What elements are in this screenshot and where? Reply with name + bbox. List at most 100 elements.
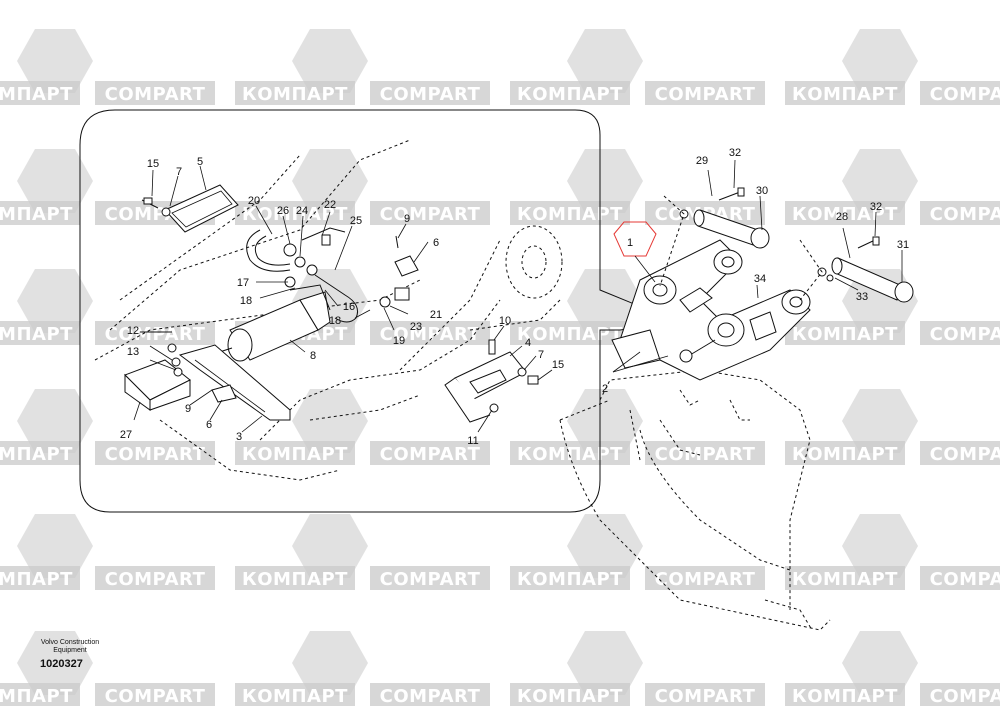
quick-coupler xyxy=(611,239,811,381)
watermark-plate xyxy=(0,81,80,105)
part-label: 15 xyxy=(147,158,159,170)
highlight-hexagon xyxy=(613,221,657,257)
watermark-plate xyxy=(95,81,215,105)
watermark-text: COMPART xyxy=(105,569,206,590)
part-label: 21 xyxy=(430,309,442,321)
watermark-logo xyxy=(842,514,918,578)
watermark-plate xyxy=(785,566,905,590)
part-label: 34 xyxy=(754,273,766,285)
watermark-plate xyxy=(510,81,630,105)
watermark-logo xyxy=(842,29,918,93)
watermark-plate xyxy=(0,566,80,590)
part-labels: 1 2 3 4 5 6 6 7 7 8 9 9 10 11 12 13 15 1… xyxy=(120,147,909,447)
watermark-plate xyxy=(370,441,490,465)
watermark-text: КОМПАРТ xyxy=(517,686,623,706)
watermark-text: COMPART xyxy=(380,324,481,345)
watermark-text: COMPART xyxy=(105,324,206,345)
part-label: 1 xyxy=(627,237,633,249)
part-label: 10 xyxy=(499,315,511,327)
watermark-plate xyxy=(370,683,490,706)
watermark-plate xyxy=(785,81,905,105)
part-label: 26 xyxy=(277,205,289,217)
cylinder xyxy=(209,284,331,362)
watermark-text: COMPART xyxy=(930,204,1000,225)
part-label: 2 xyxy=(602,383,608,395)
watermark-logo xyxy=(567,389,643,453)
watermark-text: КОМПАРТ xyxy=(242,686,348,706)
part-label: 17 xyxy=(237,277,249,289)
watermark-text: КОМПАРТ xyxy=(517,444,623,465)
watermark-text: КОМПАРТ xyxy=(242,204,348,225)
watermark-plate xyxy=(235,683,355,706)
watermark-text: COMPART xyxy=(105,444,206,465)
watermark-logo xyxy=(17,514,93,578)
watermark-plate xyxy=(645,566,765,590)
watermark-logo xyxy=(17,149,93,213)
part-label: 23 xyxy=(410,321,422,333)
watermark-plate xyxy=(95,566,215,590)
watermark-text: КОМПАРТ xyxy=(792,686,898,706)
watermark-logo xyxy=(17,29,93,93)
machine-outline-dashed xyxy=(94,139,563,481)
watermark-plate xyxy=(95,683,215,706)
watermark-text: COMPART xyxy=(380,84,481,105)
watermark-text: COMPART xyxy=(655,686,756,706)
part-label: 7 xyxy=(176,166,182,178)
watermark-text: COMPART xyxy=(655,569,756,590)
watermark-text: COMPART xyxy=(380,569,481,590)
watermark-text: КОМПАРТ xyxy=(0,569,73,590)
leader-dashed-right xyxy=(659,195,823,301)
watermark-text: COMPART xyxy=(655,444,756,465)
watermark-plate xyxy=(0,441,80,465)
watermark-logo xyxy=(567,269,643,333)
bucket xyxy=(559,369,831,631)
light-bracket-top xyxy=(141,184,239,233)
manufacturer-caption: Volvo Construction Equipment xyxy=(30,639,110,655)
watermark-plate xyxy=(785,201,905,225)
leader-lines xyxy=(133,159,903,433)
watermark-text: КОМПАРТ xyxy=(517,84,623,105)
watermark-plate xyxy=(95,321,215,345)
watermark-logo xyxy=(292,29,368,93)
watermark-logo xyxy=(292,149,368,213)
watermark-logo xyxy=(17,269,93,333)
watermark-plate xyxy=(0,321,80,345)
part-label: 11 xyxy=(467,435,478,447)
watermark-plate xyxy=(785,683,905,706)
part-label: 27 xyxy=(120,429,132,441)
part-label: 20 xyxy=(248,195,260,207)
watermark-text: COMPART xyxy=(380,204,481,225)
watermark-plate xyxy=(370,321,490,345)
light-bracket-right xyxy=(444,339,539,423)
watermark-text: КОМПАРТ xyxy=(517,204,623,225)
watermark-text: КОМПАРТ xyxy=(242,569,348,590)
watermark-plate xyxy=(235,441,355,465)
watermark-text: КОМПАРТ xyxy=(0,84,73,105)
watermark-text: COMPART xyxy=(930,84,1000,105)
watermark-plate xyxy=(510,201,630,225)
watermark-text: COMPART xyxy=(380,686,481,706)
watermark-text: КОМПАРТ xyxy=(0,444,73,465)
watermark-text: КОМПАРТ xyxy=(0,686,73,706)
part-label: 12 xyxy=(127,325,139,337)
part-label: 16 xyxy=(343,301,355,313)
watermark-plate xyxy=(645,441,765,465)
watermark-text: КОМПАРТ xyxy=(792,444,898,465)
part-label: 19 xyxy=(393,335,405,347)
part-label: 22 xyxy=(324,199,336,211)
watermark-logo xyxy=(292,514,368,578)
part-label: 9 xyxy=(185,403,191,415)
watermark-plate xyxy=(370,566,490,590)
watermark-logo xyxy=(842,149,918,213)
part-label: 32 xyxy=(870,201,882,213)
watermark-logo xyxy=(567,149,643,213)
manufacturer-line-2: Equipment xyxy=(53,647,87,654)
part-label: 18 xyxy=(329,315,341,327)
watermark-logo xyxy=(842,631,918,695)
part-label: 33 xyxy=(856,291,868,303)
part-label: 7 xyxy=(538,349,544,361)
part-label: 9 xyxy=(404,213,410,225)
watermark-plate xyxy=(920,201,1000,225)
coupler-pins xyxy=(679,187,914,303)
